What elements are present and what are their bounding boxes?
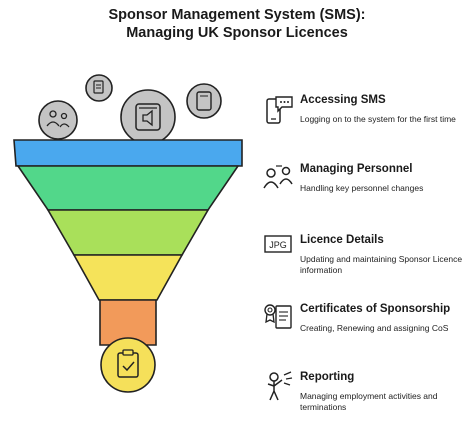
svg-text:JPG: JPG: [269, 240, 287, 250]
step-title: Accessing SMS: [300, 94, 386, 106]
audio-book-icon: [120, 89, 176, 145]
clipboard-check-icon: [100, 337, 156, 393]
page-title-line1: Sponsor Management System (SMS):: [108, 7, 366, 23]
people-icon: [38, 100, 78, 140]
page-title-line2: Managing UK Sponsor Licences: [126, 25, 348, 41]
step-title: Licence Details: [300, 234, 384, 246]
funnel-layer-2: [16, 165, 240, 211]
certificate-icon: [85, 74, 113, 102]
funnel: [13, 139, 243, 346]
step-title: Certificates of Sponsorship: [300, 303, 451, 315]
step-title: Managing Personnel: [300, 163, 413, 175]
funnel-layer-1: [13, 139, 243, 167]
funnel-layer-5: [99, 299, 157, 346]
people-icon: [263, 165, 293, 189]
step-description: Logging on to the system for the first t…: [300, 114, 456, 124]
funnel-layer-4: [72, 254, 184, 301]
step-description: Updating and maintaining Sponsor Licence…: [300, 254, 463, 275]
tablet-icon: [186, 83, 222, 119]
funnel-layer-3: [46, 209, 210, 256]
step-title: Reporting: [300, 371, 355, 383]
presenter-icon: [267, 371, 293, 401]
jpg-icon: JPG: [264, 235, 292, 253]
phone-chat-icon: [266, 96, 293, 124]
step-description: Handling key personnel changes: [300, 183, 424, 193]
step-description: Managing employment activities and termi…: [300, 391, 438, 412]
step-description: Creating, Renewing and assigning CoS: [300, 323, 449, 333]
certificate-icon: [264, 304, 292, 329]
